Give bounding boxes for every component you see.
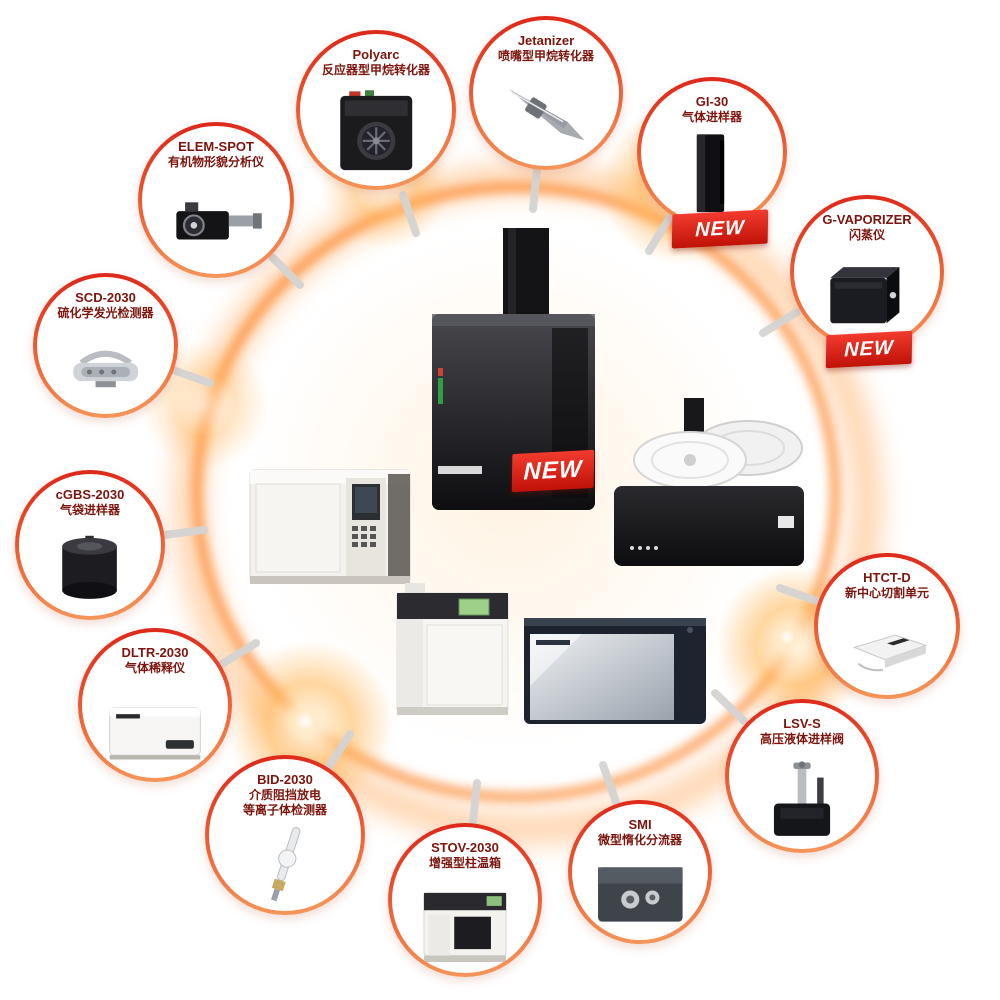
jetanizer-product-image <box>492 66 600 166</box>
elem-spot-product-image <box>161 172 271 274</box>
product-model: BID-2030 <box>257 772 313 787</box>
product-model: DLTR-2030 <box>121 645 189 660</box>
cgbs-2030-product-image <box>37 520 142 616</box>
product-desc: 气袋进样器 <box>59 502 120 517</box>
product-model: SCD-2030 <box>75 290 136 305</box>
bubble-polyarc: Polyarc 反应器型甲烷转化器 <box>296 30 456 190</box>
product-desc: 气体稀释仪 <box>124 660 185 675</box>
polyarc-product-image <box>320 80 432 186</box>
smi-product-image <box>590 850 691 940</box>
product-desc: 气体进样器 <box>681 109 742 124</box>
product-desc: 闪蒸仪 <box>848 227 885 242</box>
product-model: Polyarc <box>352 47 400 62</box>
product-desc: 硫化学发光检测器 <box>57 305 154 320</box>
g-vaporizer-new-badge: NEW <box>825 330 913 369</box>
bubble-dltr-2030: DLTR-2030 气体稀释仪 <box>78 628 232 782</box>
bubble-cgbs-2030: cGBS-2030 气袋进样器 <box>15 470 165 620</box>
bubble-g-vaporizer: G-VAPORIZER 闪蒸仪 <box>790 195 944 349</box>
product-desc-line2: 等离子体检测器 <box>242 802 327 817</box>
product-model: cGBS-2030 <box>55 487 125 502</box>
scd-2030-product-image <box>55 323 156 414</box>
product-desc: 介质阻挡放电 <box>248 787 321 802</box>
product-desc: 微型惰化分流器 <box>597 832 682 847</box>
product-desc: 喷嘴型甲烷转化器 <box>497 48 594 63</box>
gi-30-product-image <box>659 127 764 223</box>
compact-gc-image <box>393 575 512 722</box>
product-model: SMI <box>628 817 652 832</box>
htct-d-product-image <box>836 603 938 695</box>
autosampler-image <box>598 398 812 575</box>
g-vaporizer-product-image <box>813 245 921 345</box>
bubble-stov-2030: STOV-2030 增强型柱温箱 <box>388 823 542 977</box>
bubble-jetanizer: Jetanizer 喷嘴型甲烷转化器 <box>469 16 623 170</box>
lsv-s-product-image <box>748 749 856 849</box>
bubble-lsv-s: LSV-S 高压液体进样阀 <box>725 699 879 853</box>
left-gc-instrument-image <box>248 462 412 595</box>
product-desc: 新中心切割单元 <box>844 585 929 600</box>
detector-box-image <box>522 608 708 732</box>
stov-2030-product-image <box>411 873 519 973</box>
bubble-elem-spot: ELEM-SPOT 有机物形貌分析仪 <box>138 122 294 278</box>
product-model: LSV-S <box>783 716 821 731</box>
product-desc: 增强型柱温箱 <box>428 855 501 870</box>
bubble-htct-d: HTCT-D 新中心切割单元 <box>814 553 960 699</box>
product-model: STOV-2030 <box>431 840 499 855</box>
gi-30-new-badge: NEW <box>671 209 769 249</box>
bubble-bid-2030: BID-2030 介质阻挡放电 等离子体检测器 <box>205 755 365 915</box>
product-model: GI-30 <box>695 94 729 109</box>
bubble-smi: SMI 微型惰化分流器 <box>568 800 712 944</box>
center-new-badge: NEW <box>511 449 595 493</box>
product-desc: 反应器型甲烷转化器 <box>321 62 430 77</box>
dltr-2030-product-image <box>101 678 209 778</box>
product-model: Jetanizer <box>517 33 575 48</box>
product-desc: 高压液体进样阀 <box>759 731 844 746</box>
product-desc: 有机物形貌分析仪 <box>167 154 264 169</box>
product-model: HTCT-D <box>863 570 911 585</box>
bid-2030-product-image <box>229 820 341 911</box>
product-model: ELEM-SPOT <box>178 139 254 154</box>
product-model: G-VAPORIZER <box>822 212 912 227</box>
bubble-gi-30: GI-30 气体进样器 <box>637 77 787 227</box>
bubble-scd-2030: SCD-2030 硫化学发光检测器 <box>33 273 178 418</box>
